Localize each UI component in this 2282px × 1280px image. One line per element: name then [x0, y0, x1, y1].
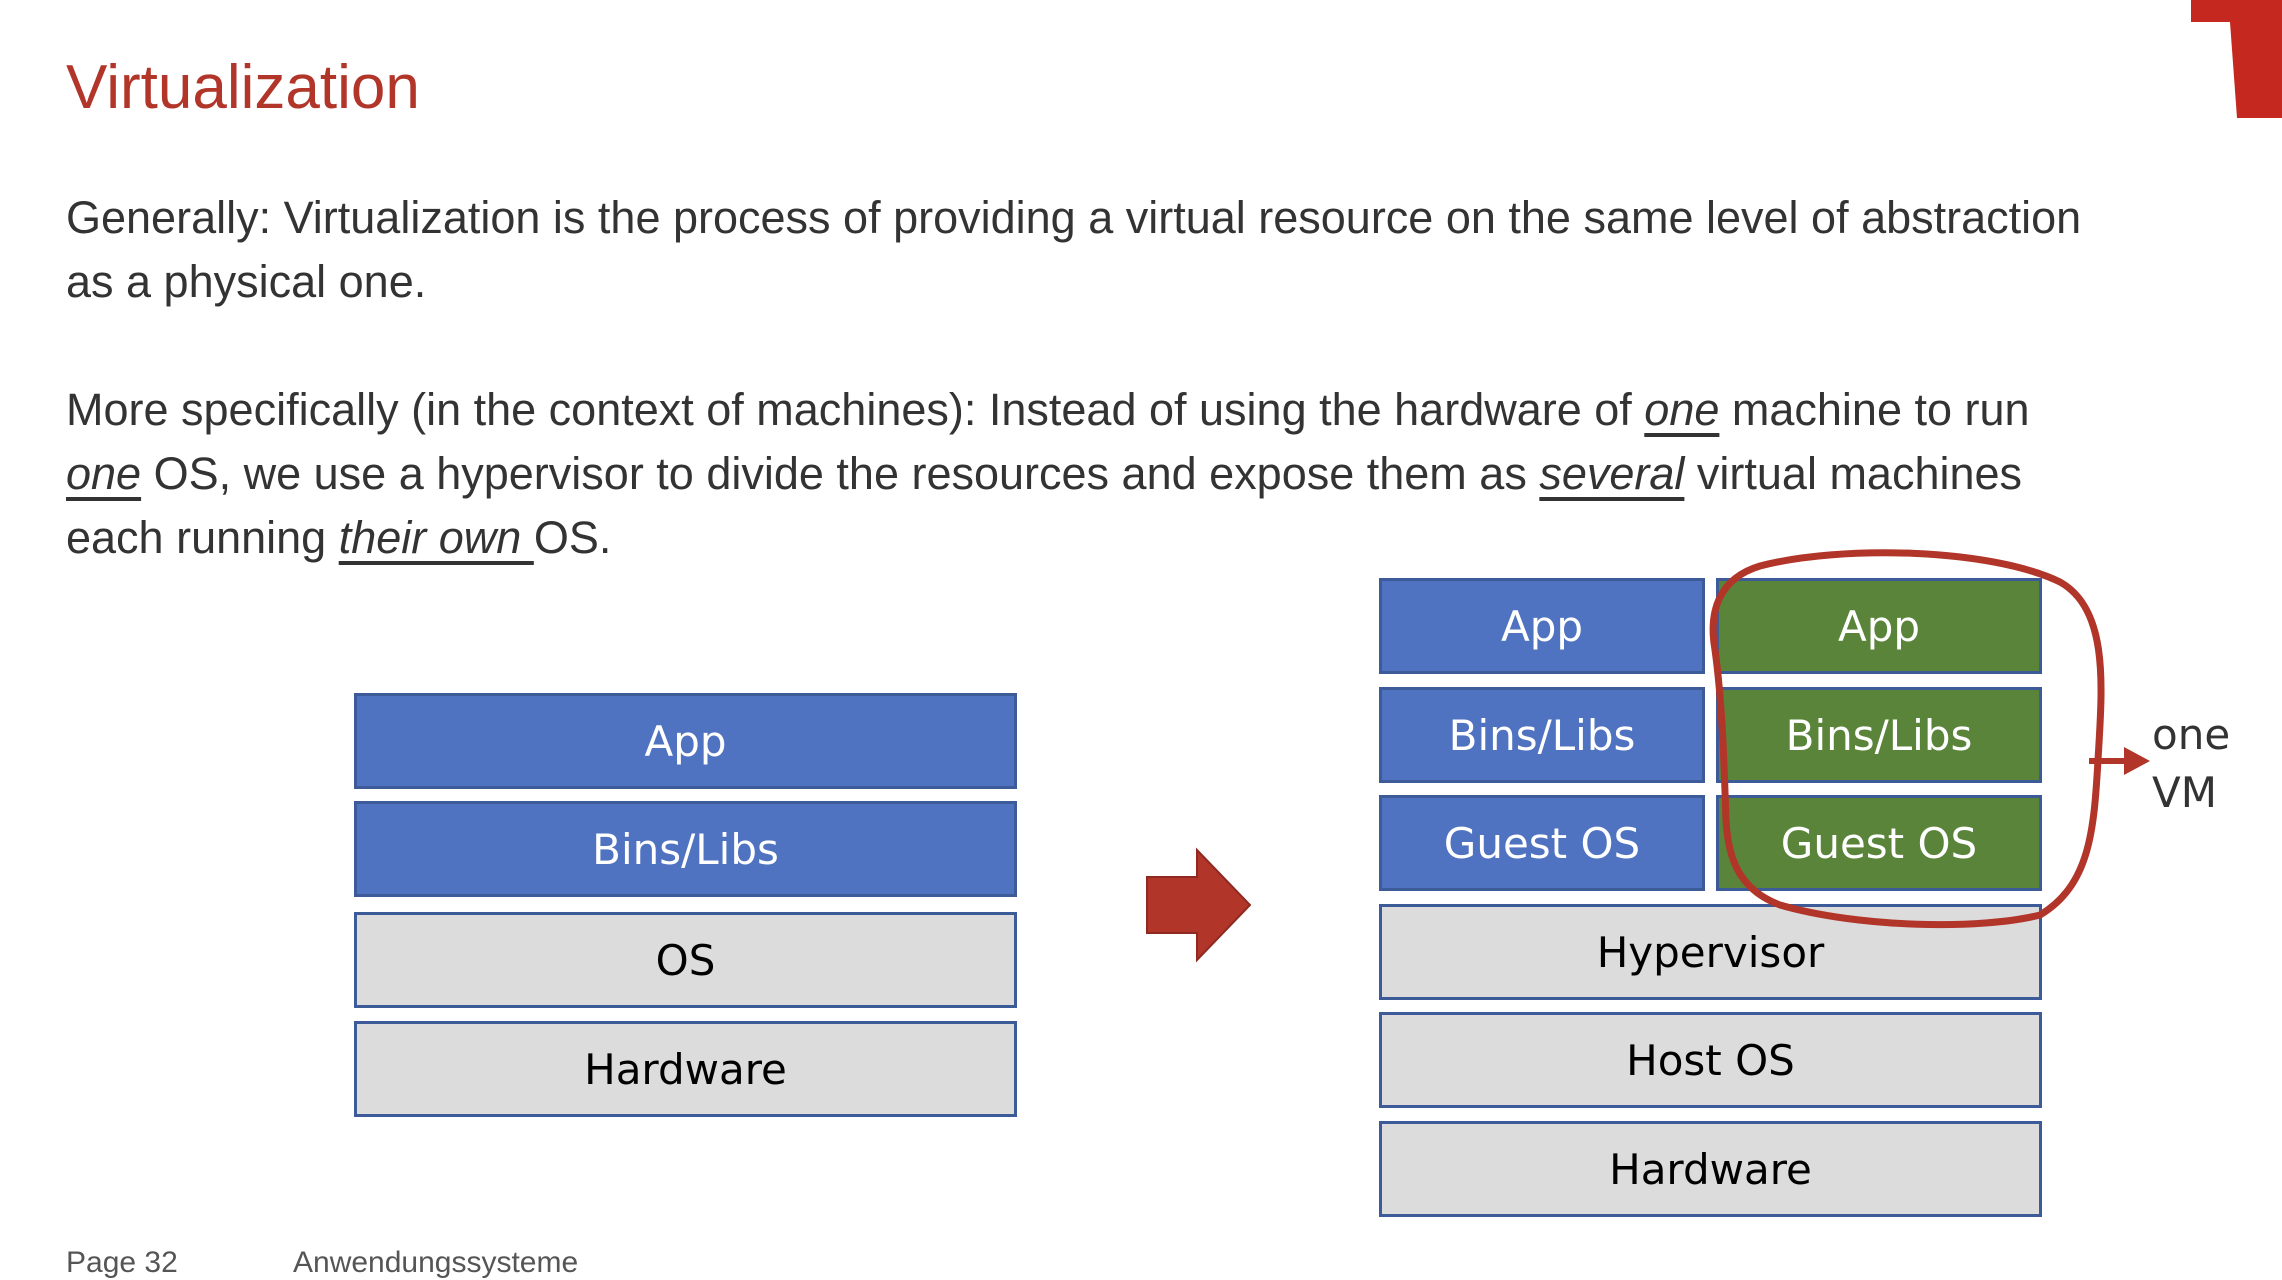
- vm-highlight-circle: [1709, 549, 2105, 929]
- para2-text-5: OS.: [533, 512, 612, 563]
- vm-pointer-arrowhead-icon: [2124, 747, 2150, 775]
- host-os-layer: Host OS: [1379, 1012, 2042, 1108]
- left-app-layer: App: [354, 693, 1017, 789]
- left-bins-libs-layer: Bins/Libs: [354, 801, 1017, 897]
- right-hardware-layer: Hardware: [1379, 1121, 2042, 1217]
- hypervisor-layer: Hypervisor: [1379, 904, 2042, 1000]
- vm-a-guest-os-layer: Guest OS: [1379, 795, 1705, 891]
- slide-title: Virtualization: [66, 53, 420, 122]
- logo-icon: [2191, 0, 2282, 118]
- left-hardware-layer: Hardware: [354, 1021, 1017, 1117]
- vm-b-bins-libs-layer: Bins/Libs: [1716, 687, 2042, 783]
- emphasis-one-1: one: [1644, 384, 1720, 435]
- para2-text-4: virtual machines each running: [66, 448, 2023, 563]
- para2-text-2: machine to run: [1719, 384, 2030, 435]
- emphasis-one-2: one: [66, 448, 142, 499]
- vm-b-app-layer: App: [1716, 578, 2042, 674]
- left-os-layer: OS: [354, 912, 1017, 1008]
- vm-b-guest-os-layer: Guest OS: [1716, 795, 2042, 891]
- vm-a-app-layer: App: [1379, 578, 1705, 674]
- page-number: Page 32: [66, 1246, 178, 1279]
- para2-text-1: More specifically (in the context of mac…: [66, 384, 1645, 435]
- one-vm-label-line1: one: [2152, 710, 2231, 759]
- vm-a-bins-libs-layer: Bins/Libs: [1379, 687, 1705, 783]
- one-vm-label: one VM: [2152, 706, 2230, 822]
- one-vm-label-line2: VM: [2152, 768, 2217, 817]
- course-name: Anwendungssysteme: [293, 1246, 579, 1279]
- paragraph-general: Generally: Virtualization is the process…: [66, 192, 2082, 307]
- paragraph-specific: More specifically (in the context of mac…: [66, 378, 2106, 570]
- emphasis-several: several: [1539, 448, 1685, 499]
- emphasis-their-own: their own: [338, 512, 534, 563]
- transform-arrow-icon: [1146, 847, 1252, 963]
- para2-text-3: OS, we use a hypervisor to divide the re…: [141, 448, 1540, 499]
